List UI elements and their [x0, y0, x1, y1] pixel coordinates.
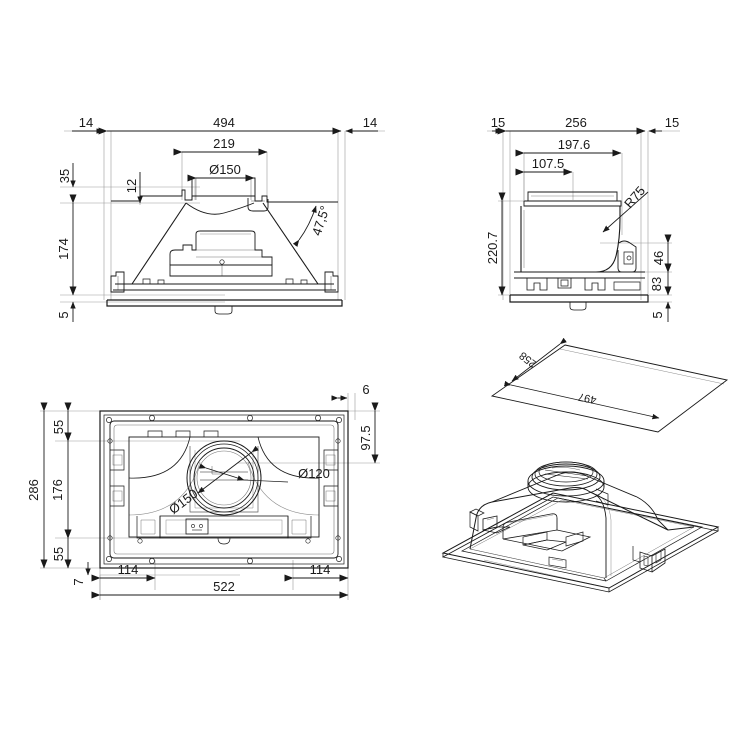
dim-174-label: 174	[56, 238, 71, 260]
dim-83-label: 83	[649, 277, 664, 291]
dim-15-right-label: 15	[665, 115, 679, 130]
dim-55-bottom: 55	[51, 529, 72, 569]
dim-14-right: 14	[345, 115, 378, 134]
dim-1976-label: 197.6	[558, 137, 591, 152]
dim-5-front: 5	[56, 301, 76, 322]
dim-114-left-label: 114	[118, 562, 139, 577]
dim-522-label: 522	[213, 579, 235, 594]
dim-55-top-label: 55	[51, 420, 66, 434]
dim-d120-plan-label: Ø120	[298, 466, 330, 481]
dim-975: 97.5	[358, 402, 379, 464]
dim-6-label: 6	[362, 382, 369, 397]
dim-176-label: 176	[50, 479, 65, 501]
view-side-elevation: 256 15 15 197.6 107.5 220.7 R75	[485, 115, 680, 322]
dim-35-label: 35	[57, 169, 72, 183]
dim-256: 256	[497, 115, 646, 135]
dim-46-label: 46	[651, 251, 666, 265]
dim-114-left: 114	[91, 562, 156, 582]
dim-15-right: 15	[648, 115, 679, 134]
dim-286-label: 286	[26, 479, 41, 501]
dim-6: 6	[331, 382, 370, 401]
dim-7-label: 7	[71, 578, 86, 585]
dim-256-label: 256	[565, 115, 587, 130]
dim-7: 7	[71, 562, 91, 586]
dim-15-left: 15	[491, 115, 505, 134]
dim-14-right-label: 14	[363, 115, 377, 130]
dim-497-label: 497	[577, 390, 597, 406]
dim-494-label: 494	[213, 115, 235, 130]
dim-522: 522	[91, 579, 349, 599]
dim-1075: 107.5	[515, 156, 573, 176]
dim-219: 219	[173, 136, 268, 156]
dim-5-side-label: 5	[650, 311, 665, 318]
dim-2207-label: 220.7	[485, 232, 500, 265]
dim-d120-plan: Ø120	[198, 463, 330, 483]
dim-12-label: 12	[124, 179, 139, 193]
dim-55-bottom-label: 55	[51, 547, 66, 561]
view-front-elevation: 494 14 14 219 Ø150 12 35	[56, 115, 385, 322]
plan-outline	[99, 410, 349, 569]
dim-114-right-label: 114	[310, 562, 331, 577]
dim-174: 174	[56, 194, 77, 296]
view-panel-isometric: 258 497	[490, 337, 729, 433]
dim-14-left-label: 14	[79, 115, 93, 130]
dim-35: 35	[57, 163, 76, 188]
dim-15-left-label: 15	[491, 115, 505, 130]
dim-14-left: 14	[72, 115, 104, 134]
side-hood-outline	[509, 191, 649, 311]
dim-1075-label: 107.5	[532, 156, 565, 171]
dim-494: 494	[98, 115, 342, 135]
dim-975-label: 97.5	[358, 425, 373, 450]
dim-5-side: 5	[650, 301, 671, 322]
dim-176: 176	[50, 432, 72, 539]
dim-d150-front-label: Ø150	[209, 162, 241, 177]
view-perspective	[441, 461, 720, 593]
dim-2207: 220.7	[485, 192, 506, 296]
dim-286: 286	[26, 402, 48, 569]
dim-114-right: 114	[284, 562, 349, 582]
dim-83: 83	[649, 263, 672, 296]
dim-5-front-label: 5	[56, 311, 71, 318]
dim-1976: 197.6	[515, 137, 622, 157]
dim-497: 497	[503, 380, 660, 420]
dim-219-label: 219	[213, 136, 235, 151]
front-hood-outline	[106, 177, 343, 315]
